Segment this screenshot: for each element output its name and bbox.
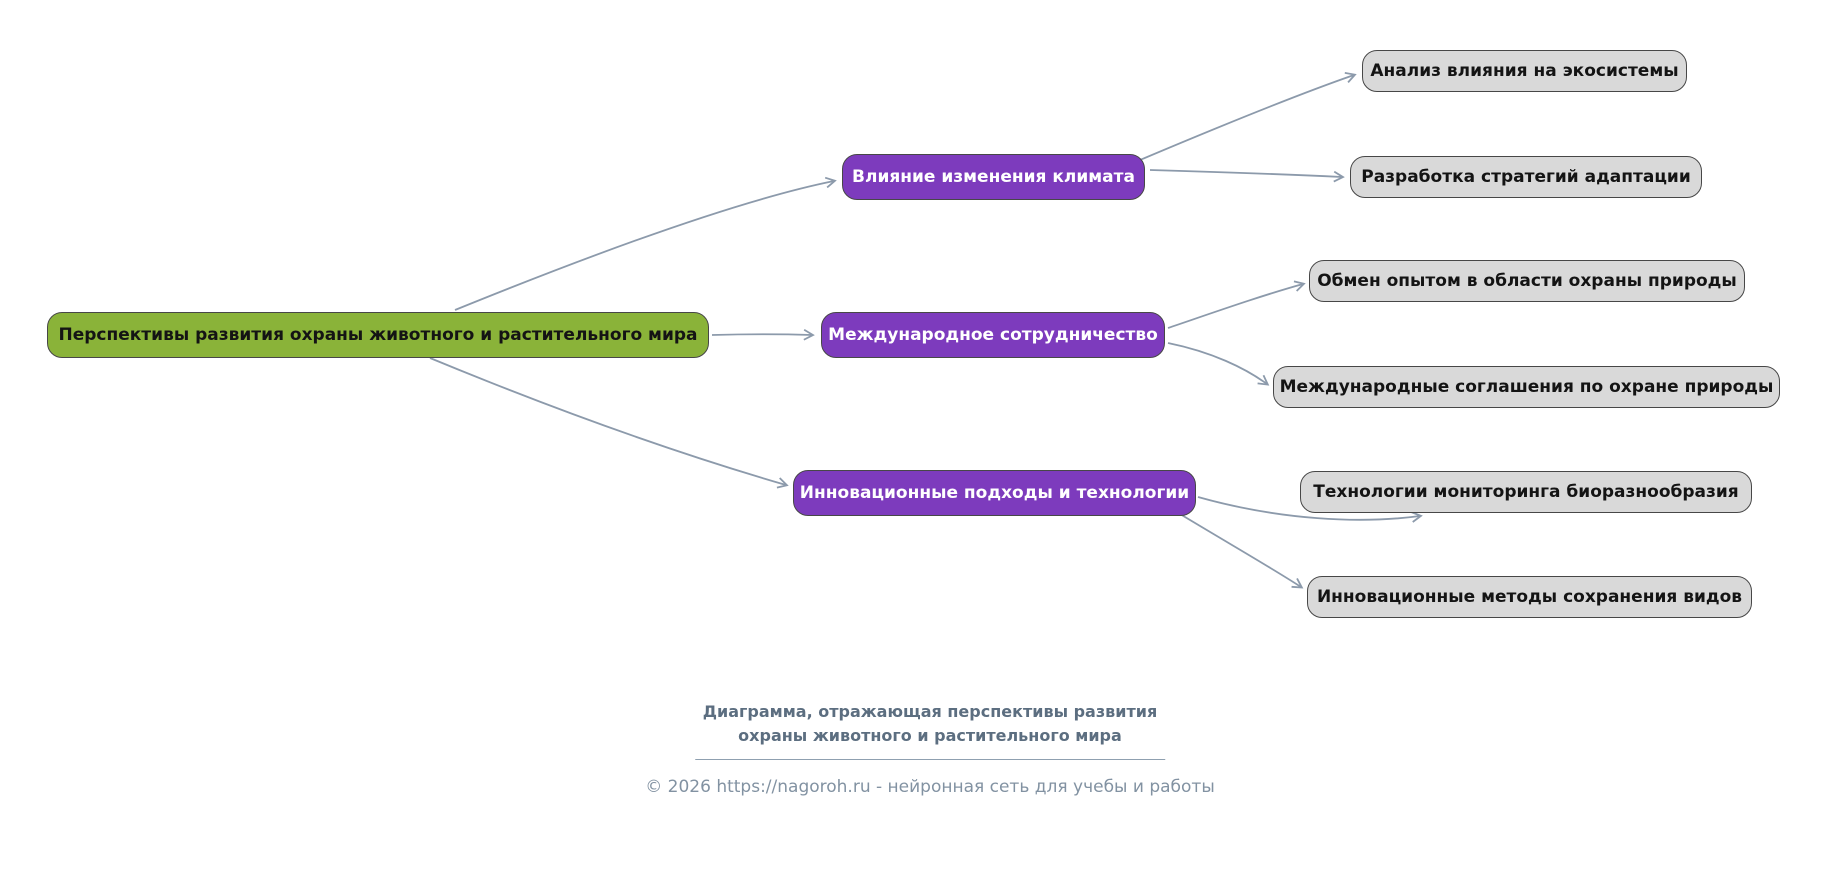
- branch-node-international-cooperation: Международное сотрудничество: [821, 312, 1165, 358]
- edge-cooperation-to-international-agreements: [1167, 342, 1270, 386]
- root-node: Перспективы развития охраны животного и …: [47, 312, 709, 358]
- edge-root-to-innovation: [429, 357, 789, 489]
- leaf-node-adaptation-strategies: Разработка стратегий адаптации: [1350, 156, 1702, 198]
- branch-node-climate-change: Влияние изменения климата: [842, 154, 1145, 200]
- footer-divider: [694, 759, 1165, 760]
- leaf-node-ecosystem-impact-analysis: Анализ влияния на экосистемы: [1362, 50, 1687, 92]
- copyright-text: © 2026 https://nagoroh.ru - нейронная се…: [645, 777, 1215, 797]
- edge-cooperation-to-experience-exchange: [1167, 280, 1306, 329]
- edge-climate-to-ecosystem-analysis: [1139, 72, 1357, 161]
- caption-line-1: Диаграмма, отражающая перспективы развит…: [702, 702, 1158, 721]
- leaf-node-species-conservation-methods: Инновационные методы сохранения видов: [1307, 576, 1752, 618]
- leaf-node-biodiversity-monitoring-technologies: Технологии мониторинга биоразнообразия: [1300, 471, 1752, 513]
- caption-line-2: охраны животного и растительного мира: [738, 726, 1122, 745]
- leaf-node-experience-exchange: Обмен опытом в области охраны природы: [1309, 260, 1745, 302]
- edge-root-to-cooperation: [711, 328, 815, 341]
- edge-root-to-climate: [454, 176, 837, 311]
- branch-node-innovative-approaches: Инновационные подходы и технологии: [793, 470, 1196, 516]
- edge-innovation-to-monitoring-technologies: [1197, 496, 1423, 523]
- edge-innovation-to-conservation-methods: [1179, 513, 1304, 589]
- leaf-node-international-agreements: Международные соглашения по охране приро…: [1273, 366, 1780, 408]
- diagram-caption: Диаграмма, отражающая перспективы развит…: [645, 700, 1215, 748]
- edge-climate-to-adaptation-strategies: [1149, 169, 1345, 183]
- footer: Диаграмма, отражающая перспективы развит…: [645, 700, 1215, 797]
